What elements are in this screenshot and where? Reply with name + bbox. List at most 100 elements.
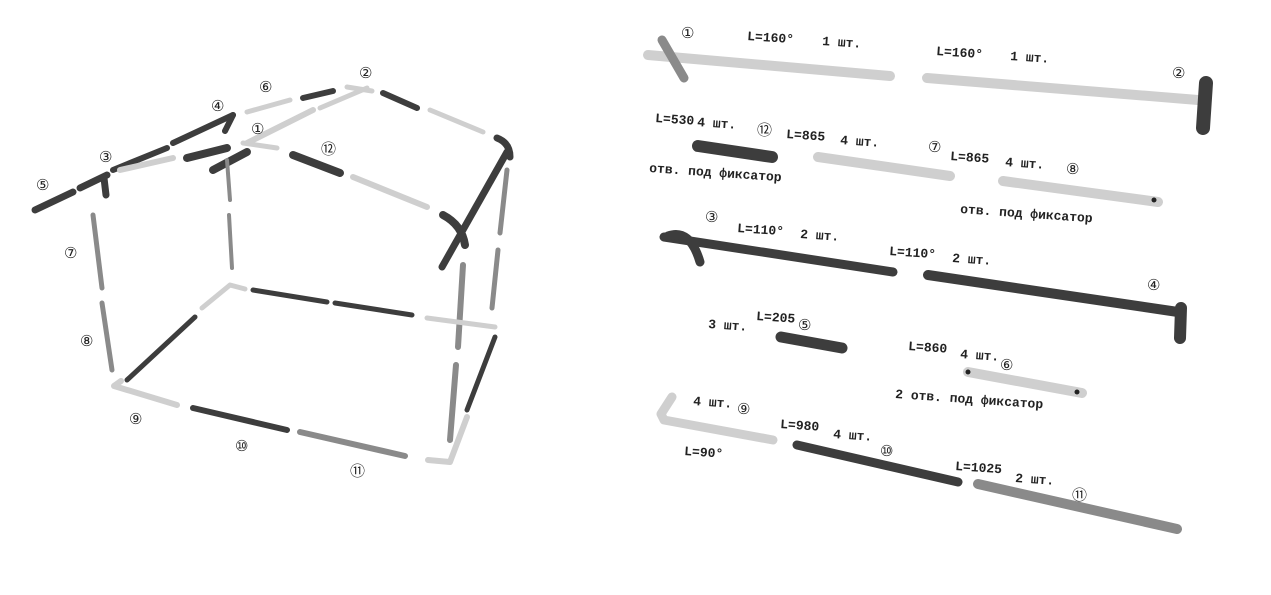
rod-roof: [350, 174, 430, 210]
part-qty: 4 шт.: [833, 427, 873, 445]
part-qty: 2 шт.: [952, 251, 992, 269]
rod-base: [464, 334, 498, 413]
part-length: L=1025: [955, 459, 1003, 477]
callout-2: ②: [359, 64, 372, 82]
part-qty: 1 шт.: [822, 34, 862, 52]
rod-roof: [110, 145, 170, 173]
rod: [643, 50, 895, 81]
part-10: ⑩ L=980 4 шт.: [780, 417, 963, 487]
part-length: L=160°: [747, 29, 795, 47]
rod-part-10: [190, 405, 290, 433]
part-5: ⑤ L=205 3 шт.: [708, 309, 848, 354]
part-number: ①: [681, 24, 694, 42]
pin-hole: [1151, 197, 1157, 203]
rod: [813, 152, 955, 181]
callout-12: ⑫: [321, 140, 336, 158]
pin-hole: [965, 369, 971, 375]
part-qty: 4 шт.: [1005, 155, 1045, 173]
rod-roof: [380, 90, 420, 111]
rod-part-12: [289, 151, 344, 177]
rod: [792, 440, 963, 487]
part-qty: 3 шт.: [708, 317, 748, 335]
part-7: ⑦ L=865 4 шт.: [786, 127, 955, 181]
rod-part-3-connector: [100, 174, 110, 199]
rod-elbow: [656, 392, 778, 445]
callout-6: ⑥: [259, 78, 272, 96]
rod-rafter: [438, 148, 511, 271]
part-qty: 2 шт.: [1015, 471, 1055, 489]
rod: [923, 270, 1183, 317]
part-1: ① L=160° 1 шт.: [643, 24, 895, 83]
part-length: L=110°: [889, 244, 937, 262]
part-2: ② L=160° 1 шт.: [922, 44, 1213, 135]
rod-part-4-connector: [222, 112, 236, 134]
rod-part-1: [240, 140, 280, 151]
rod-connector: [1196, 76, 1213, 135]
rod: [998, 176, 1163, 207]
part-length: L=160°: [936, 44, 984, 62]
rod-base: [424, 315, 498, 330]
rod-ridge: [183, 144, 231, 162]
rod-base: [250, 287, 330, 305]
part-note: отв. под фиксатор: [960, 202, 1094, 226]
part-qty: 4 шт.: [960, 347, 1000, 365]
assembled-frame: ⑤ ③ ④ ⑥ ① ② ⑫ ⑦ ⑧ ⑨ ⑩ ⑪: [31, 64, 514, 480]
rod-corner: [493, 134, 514, 161]
rod-post: [497, 167, 510, 236]
callout-5: ⑤: [36, 176, 49, 194]
rod-part-11: [297, 429, 408, 459]
rod-part-6: [300, 88, 336, 101]
part-9: ⑨ L=90° 4 шт.: [656, 392, 778, 462]
rod: [973, 479, 1182, 534]
pin-hole: [1074, 389, 1080, 395]
part-length: L=530: [655, 111, 695, 129]
callout-8: ⑧: [80, 332, 93, 350]
rod-corner: [439, 211, 469, 249]
part-11: ⑪ L=1025 2 шт.: [955, 459, 1182, 534]
rod-post: [225, 158, 232, 202]
rod-part-1: [244, 107, 316, 146]
part-3: ③ L=110° 2 шт.: [659, 208, 898, 277]
part-qty: 1 шт.: [1010, 49, 1050, 67]
part-qty: 4 шт.: [840, 133, 880, 151]
part-length: L=865: [950, 149, 990, 167]
rod-hook: [663, 230, 705, 267]
rod: [692, 140, 778, 163]
rod-corner-part-9: [199, 282, 248, 311]
part-note: 2 отв. под фиксатор: [895, 387, 1044, 412]
rod-post-part-8: [99, 300, 115, 373]
rod: [922, 73, 1203, 105]
part-qty: 4 шт.: [697, 115, 737, 133]
callout-3: ③: [99, 148, 112, 166]
rod-post: [455, 262, 466, 350]
part-number: ⑫: [757, 121, 772, 139]
callout-11: ⑪: [350, 462, 365, 480]
rod: [963, 367, 1087, 398]
rod-roof: [170, 112, 236, 146]
rod-post: [489, 247, 501, 311]
callout-7: ⑦: [64, 244, 77, 262]
callout-10: ⑩: [235, 437, 248, 455]
rod-corner-part-9: [425, 414, 470, 465]
rod-post: [227, 213, 234, 270]
rod-roof: [117, 155, 176, 173]
part-8: ⑧ L=865 4 шт. отв. под фиксатор: [950, 149, 1163, 226]
part-6: ⑥ L=860 4 шт. 2 отв. под фиксатор: [895, 339, 1087, 412]
part-number: ⑤: [798, 316, 811, 334]
parts-list: ① L=160° 1 шт. ② L=160° 1 шт. ⑫ L=530 4 …: [643, 24, 1213, 534]
part-note: отв. под фиксатор: [649, 161, 783, 185]
rod-post: [447, 362, 459, 443]
part-number: ④: [1147, 276, 1160, 294]
rod-part-5: [31, 188, 77, 214]
part-12: ⑫ L=530 4 шт. отв. под фиксатор: [649, 111, 783, 185]
part-number: ③: [705, 208, 718, 226]
part-number: ⑪: [1072, 486, 1087, 504]
part-qty: 2 шт.: [800, 227, 840, 245]
rod-connector: [657, 35, 689, 83]
callout-1: ①: [251, 120, 264, 138]
rod-post-part-7: [90, 212, 105, 291]
part-length: L=865: [786, 127, 826, 145]
part-4: ④ L=110° 2 шт.: [889, 244, 1187, 344]
part-number: ⑨: [737, 400, 750, 418]
